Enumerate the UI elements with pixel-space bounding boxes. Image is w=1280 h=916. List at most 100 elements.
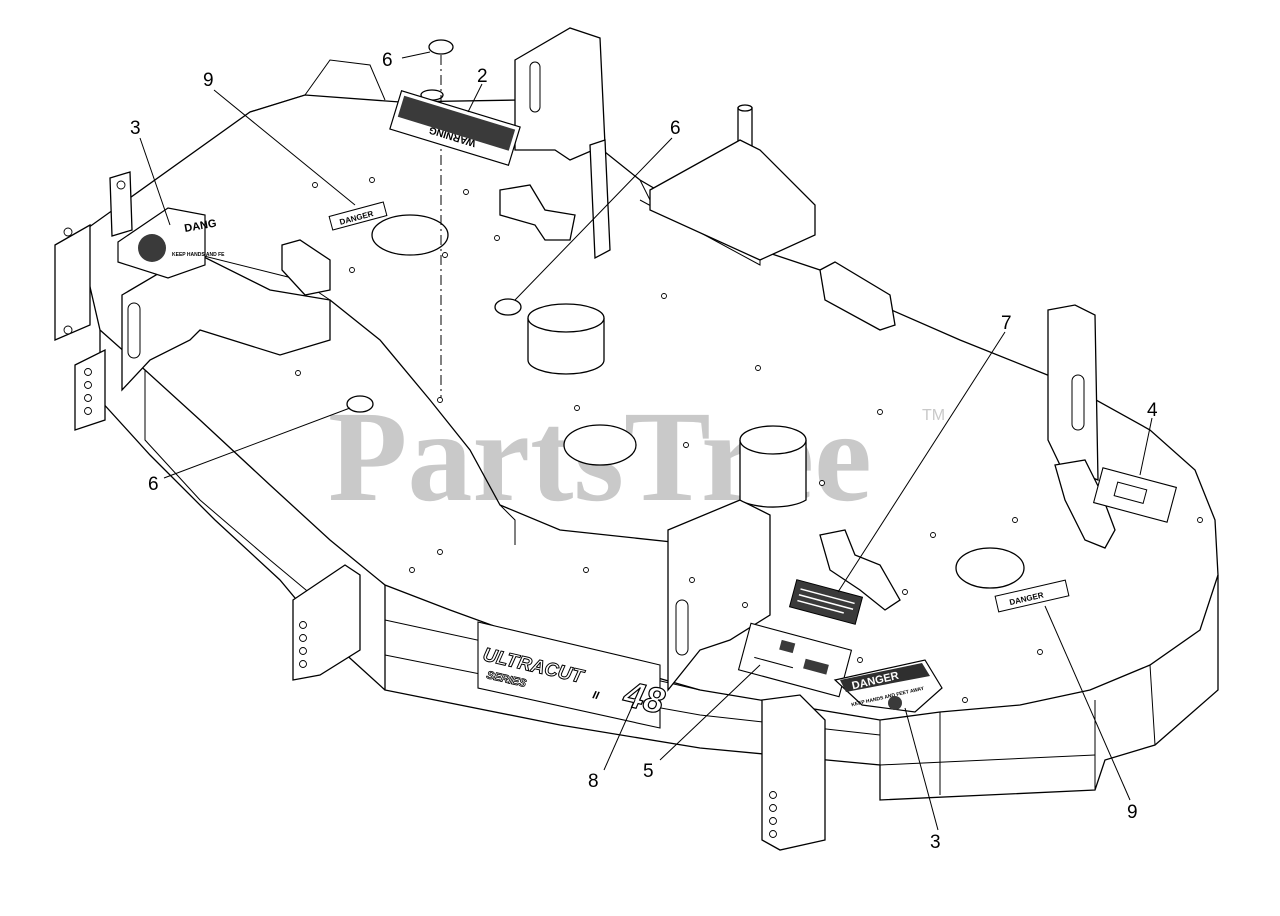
fl-hole-2	[299, 634, 307, 642]
corner-danger-decal: DANGER KEEP HANDS AND FEET AWAY	[833, 659, 943, 713]
bolt-hole	[902, 589, 908, 595]
left-baffle-slot	[127, 302, 141, 359]
spindle-post	[649, 104, 816, 261]
leader-6-top	[401, 51, 431, 59]
bolt-hole	[574, 405, 580, 411]
callout-2: 2	[477, 66, 488, 87]
callout-6-left: 6	[148, 474, 159, 495]
bolt-hole	[349, 267, 355, 273]
bolt-hole	[683, 442, 689, 448]
skirt-segments	[939, 664, 1156, 795]
left-plate-hole-2	[63, 325, 73, 335]
front-bracket-slot	[675, 599, 689, 656]
height-setting-decal	[737, 622, 853, 698]
callout-7: 7	[1001, 313, 1012, 334]
rear-bracket-left	[249, 59, 386, 113]
hitch-hole-4	[84, 407, 92, 415]
brackets	[54, 27, 1116, 851]
side-danger-subtext: KEEP HANDS AND FE	[172, 252, 225, 258]
bolt-hole	[437, 549, 443, 555]
leader-5	[659, 664, 761, 761]
center-pulley-top	[527, 303, 605, 333]
fr-hole-2	[769, 804, 777, 812]
front-right-hitch	[761, 694, 826, 851]
decals: WARNING DANGER DANG KEEP HANDS AND FE	[117, 89, 1178, 729]
fr-hole-4	[769, 830, 777, 838]
instruction-decal	[788, 579, 864, 625]
leader-6-mid	[514, 137, 673, 301]
brand-roman: II	[591, 689, 601, 702]
bolt-hole	[1037, 649, 1043, 655]
bolt-hole	[437, 397, 443, 403]
right-spindle-opening	[955, 547, 1025, 589]
plug-cap-top	[428, 39, 454, 55]
bolt-hole	[819, 480, 825, 486]
bolt-hole	[1012, 517, 1018, 523]
fl-hole-1	[299, 621, 307, 629]
bolt-hole	[1197, 517, 1203, 523]
bolt-hole	[661, 293, 667, 299]
bolt-hole	[295, 370, 301, 376]
plug-caps	[346, 39, 522, 413]
spindles	[371, 89, 1025, 589]
leader-8	[603, 699, 636, 771]
leader-9-right	[1044, 605, 1131, 801]
left-mount-plate	[54, 223, 91, 341]
bolt-hole	[742, 602, 748, 608]
bolt-hole	[494, 235, 500, 241]
brand-number: 48	[619, 673, 668, 722]
leader-2	[467, 83, 483, 113]
hitch-hole-1	[84, 368, 92, 376]
leader-6-left	[163, 407, 351, 479]
leader-3-bottom	[904, 707, 939, 831]
callout-3-bottom: 3	[930, 832, 941, 853]
bolt-holes	[295, 177, 1203, 703]
bolt-hole	[930, 532, 936, 538]
right-upright-bracket	[1047, 304, 1099, 481]
bolt-hole	[877, 409, 883, 415]
hitch-hole-3	[84, 394, 92, 402]
side-danger-text: DANG	[183, 218, 217, 235]
rear-upright-plate	[589, 139, 611, 260]
center-spindle-opening	[563, 424, 637, 466]
callout-numbers: 6 2 9 3 6 6 7 4 8 5 3 9	[130, 50, 1158, 853]
right-roller-tab	[1054, 459, 1116, 549]
callout-6-mid: 6	[670, 118, 681, 139]
skirt-bottom-line	[879, 754, 1096, 766]
front-pulley-body	[739, 440, 807, 508]
leader-lines	[139, 51, 1153, 831]
leader-4	[1139, 417, 1153, 476]
fl-hole-3	[299, 647, 307, 655]
rear-roller-tab	[499, 184, 576, 241]
bolt-hole	[442, 252, 448, 258]
watermark: PartsTree TM	[328, 385, 945, 529]
leader-7	[837, 331, 1006, 593]
callout-8: 8	[588, 771, 599, 792]
belt-shield-step	[499, 504, 516, 545]
bolt-hole	[689, 577, 695, 583]
callout-6-top: 6	[382, 50, 393, 71]
front-roller-tab	[819, 529, 901, 611]
bolt-hole	[962, 697, 968, 703]
fl-hole-4	[299, 660, 307, 668]
bolt-hole	[583, 567, 589, 573]
left-roller-tab	[281, 239, 331, 296]
rear-upright-bracket	[514, 27, 606, 161]
bolt-hole	[369, 177, 375, 183]
left-plate-hole-1	[63, 227, 73, 237]
brand-decal: ULTRACUT SERIES II 48	[477, 621, 669, 729]
leader-9-left	[213, 89, 356, 206]
bolt-hole	[857, 657, 863, 663]
rear-bracket-slot	[529, 61, 541, 113]
callout-3-left: 3	[130, 118, 141, 139]
danger-strip-right: DANGER	[994, 579, 1070, 613]
fr-hole-1	[769, 791, 777, 799]
callout-9-left: 9	[203, 70, 214, 91]
fr-hole-3	[769, 817, 777, 825]
plug-cap-middle	[494, 298, 522, 316]
warning-decal: WARNING	[389, 89, 521, 167]
bracket-decal	[1092, 467, 1178, 523]
left-tab-hole	[116, 180, 126, 190]
left-spindle-opening	[371, 214, 449, 256]
center-pulley-body	[527, 318, 605, 375]
